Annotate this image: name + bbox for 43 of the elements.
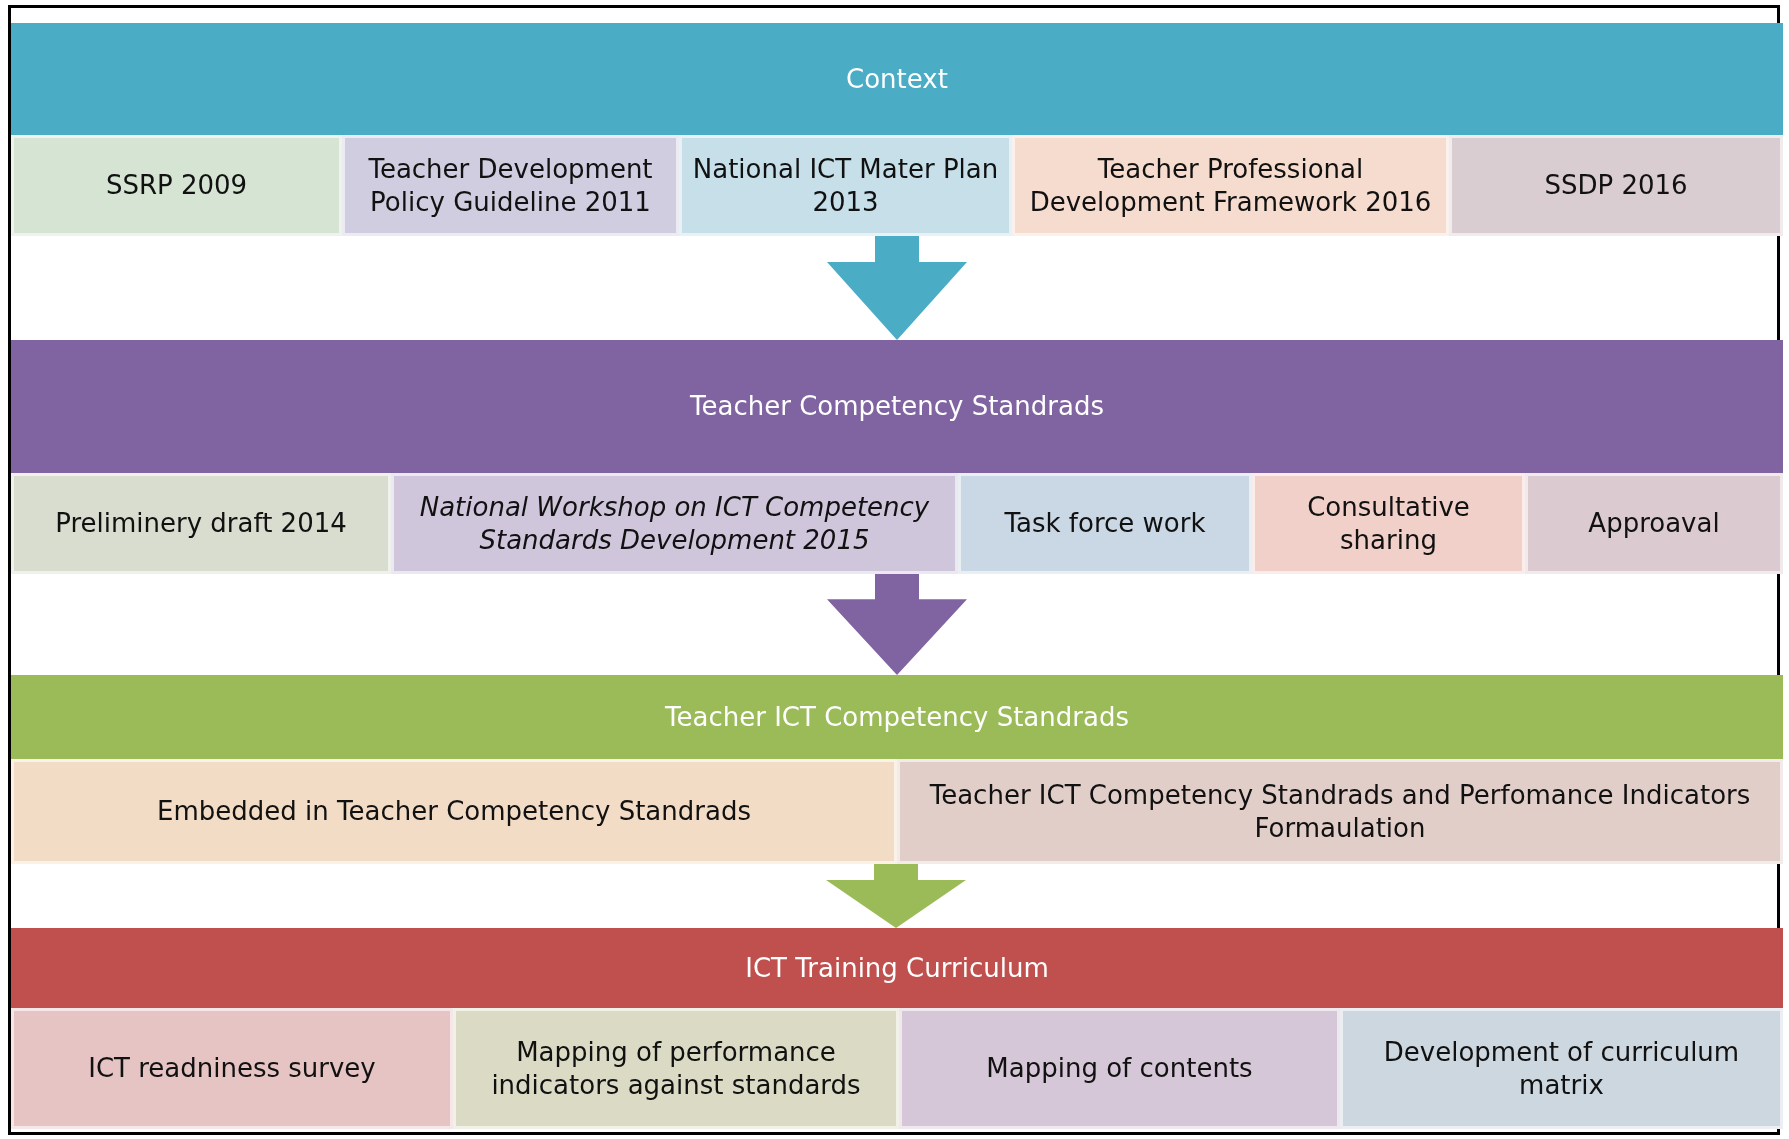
step-box (11, 473, 391, 574)
step-label: SSRP 2009 (104, 169, 249, 202)
step-box (11, 135, 342, 236)
step-label: Development of curriculum matrix (1382, 1036, 1741, 1101)
block-arrow (826, 864, 966, 928)
stage-title: Context (845, 62, 949, 96)
step-label: Preliminery draft 2014 (54, 507, 348, 540)
step-label: Consultative sharing (1306, 491, 1471, 556)
block-arrow (827, 236, 967, 340)
block-arrow (827, 574, 967, 675)
step-box (679, 135, 1012, 236)
step-box (11, 759, 897, 864)
step-label: ICT readniness survey (87, 1052, 377, 1085)
stage-band (11, 675, 1783, 759)
step-label: Mapping of performance indicators against standards (490, 1036, 862, 1101)
step-box (11, 1008, 453, 1129)
step-box (958, 473, 1252, 574)
step-box (391, 473, 958, 574)
step-label: Approaval (1587, 507, 1721, 540)
step-label: Embedded in Teacher Competency Standrads (156, 795, 752, 828)
stage-band (11, 928, 1783, 1008)
step-box (1012, 135, 1449, 236)
step-box (342, 135, 679, 236)
step-label: SSDP 2016 (1543, 169, 1689, 202)
step-label: Teacher Professional Development Framework 2016 (1028, 153, 1433, 218)
step-label: Task force work (1003, 507, 1207, 540)
stage-band (11, 23, 1783, 135)
stage-title: Teacher Competency Standrads (689, 390, 1105, 423)
step-label: National Workshop on ICT Competency Standards Development 2015 (418, 491, 931, 556)
step-box (453, 1008, 899, 1129)
step-label: National ICT Mater Plan 2013 (691, 153, 1000, 218)
step-box (897, 759, 1783, 864)
step-box (1252, 473, 1525, 574)
step-label: Teacher ICT Competency Standrads and Perfomance Indicators Formaulation (928, 779, 1752, 844)
step-label: Teacher Development Policy Guideline 2011 (367, 153, 654, 218)
stage-band (11, 340, 1783, 473)
stage-title: Teacher ICT Competency Standrads (664, 700, 1130, 734)
step-box (899, 1008, 1340, 1129)
stage-title: ICT Training Curriculum (744, 951, 1050, 985)
step-box (1449, 135, 1783, 236)
step-box (1340, 1008, 1783, 1129)
step-label: Mapping of contents (985, 1052, 1254, 1085)
step-box (1525, 473, 1783, 574)
